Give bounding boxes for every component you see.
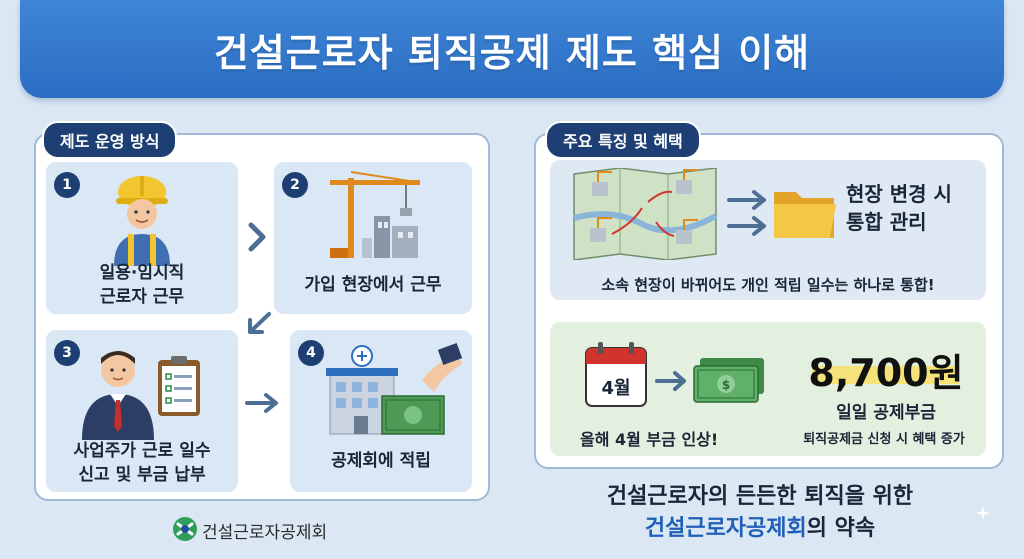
step-3-text-line1: 사업주가 근로 일수 [73,441,211,461]
arrow-right-icon [245,393,278,413]
slogan-highlight: 건설근로자공제회 [644,516,807,541]
step-4-number: 4 [298,340,324,366]
step-2-number: 2 [282,172,308,198]
construction-crane-icon [330,171,420,258]
title-banner: 건설근로자 퇴직공제 제도 핵심 이해 [20,0,1004,98]
benefits-section-label: 주요 특징 및 혜택 [545,121,701,159]
step-2-text-line1: 가입 현장에서 근무 [304,275,442,295]
banknote-icon: $ [693,358,764,403]
logo-text: 건설근로자공제회 [202,523,328,543]
step-3-card: 3 사업주가 근로 일수 신고 및 부금 납부 [46,330,238,492]
step-1-number: 1 [54,172,80,198]
step-2-card: 2 가입 현장에서 근무 [274,162,472,314]
worker-icon [114,176,170,266]
integration-caption: 소속 현장이 바뀌어도 개인 적립 일수는 하나로 통합! [601,276,935,294]
step-1-card: 1 일용·임시직 근로자 근무 [46,162,238,314]
step-4-text-line1: 공제회에 적립 [331,451,431,471]
slogan-rest: 의 약속 [806,516,876,541]
daily-contribution-label: 일일 공제부금 [836,403,936,423]
double-arrow-right-icon [727,190,766,236]
step-3-text-line2: 신고 및 부금 납부 [78,465,206,485]
operation-section-label: 제도 운영 방식 [42,121,178,159]
daily-contribution-amount: 8,700원 [808,351,964,395]
increase-caption: 올해 4월 부금 인상! [580,430,719,449]
svg-text:$: $ [722,378,730,392]
page-title: 건설근로자 퇴직공제 제도 핵심 이해 [213,30,811,75]
integration-heading-line2: 통합 관리 [846,210,927,234]
slogan-line2: 건설근로자공제회의 약속 [520,510,1000,542]
slogan-line1: 건설근로자의 든든한 퇴직을 위한 [606,484,914,509]
folder-icon [774,192,836,238]
calendar-month-label: 4월 [601,378,631,399]
integration-heading-line1: 현장 변경 시 [846,182,952,206]
chevron-right-icon [248,222,266,252]
arrow-right-small-icon [655,371,686,391]
benefit-note: 퇴직공제금 신청 시 혜택 증가 [803,432,965,447]
step-1-text-line1: 일용·임시직 [99,263,185,283]
step-4-card: 4 공제회에 적립 [290,330,472,492]
amount-highlight [812,366,960,384]
sparkle-icon [976,506,990,520]
calendar-icon [585,342,647,407]
arrow-down-left-icon [248,312,271,334]
kcwfc-logo-icon [173,517,197,541]
step-1-text-line2: 근로자 근무 [99,287,185,307]
fund-building-icon [326,343,463,435]
employer-icon [82,351,200,440]
step-3-number: 3 [54,340,80,366]
site-map-icon [573,168,718,260]
